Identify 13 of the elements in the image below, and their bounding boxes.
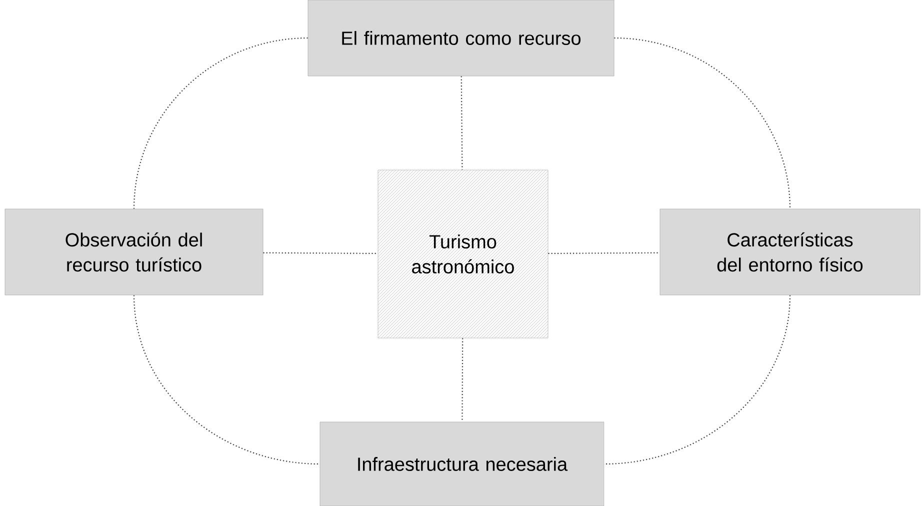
connector-line xyxy=(462,338,464,422)
connector-line xyxy=(460,76,463,170)
concept-box: El firmamento como recurso xyxy=(308,0,614,76)
concept-box: Características del entorno físico xyxy=(660,208,920,296)
connector-line xyxy=(604,295,791,465)
connector-line xyxy=(548,252,660,254)
concept-box: Infraestructura necesaria xyxy=(320,422,604,506)
central-box: Turismo astronómico xyxy=(378,170,548,338)
connector-line xyxy=(133,37,308,209)
connector-line xyxy=(614,37,791,209)
connector-line xyxy=(263,252,378,254)
concept-box: Observación del recurso turístico xyxy=(4,208,264,296)
connector-line xyxy=(133,295,320,465)
